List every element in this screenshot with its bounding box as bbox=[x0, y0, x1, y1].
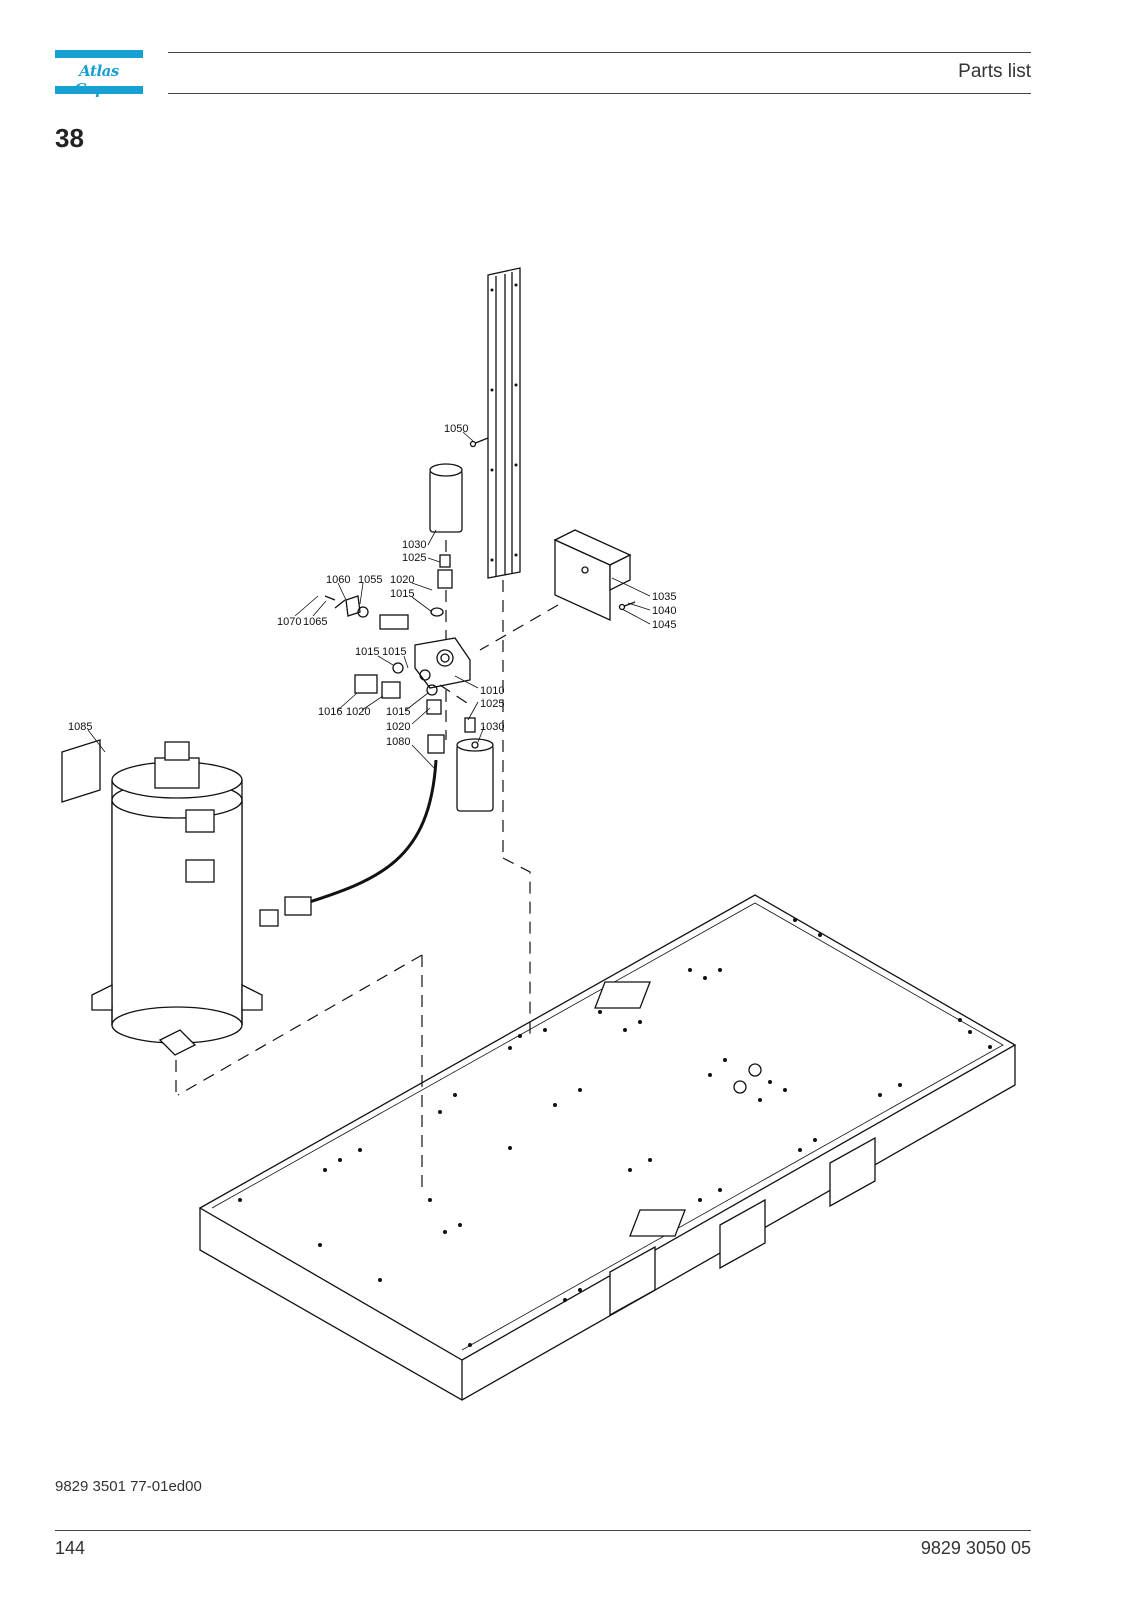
callout-1025: 1025 bbox=[402, 552, 426, 564]
callout-1020: 1020 bbox=[346, 706, 370, 718]
assembly-dashed-lines bbox=[175, 540, 559, 1190]
document-id: 9829 3501 77-01ed00 bbox=[55, 1478, 202, 1495]
atlas-copco-logo: Atlas Copco bbox=[55, 50, 143, 98]
leader-lines bbox=[87, 431, 651, 771]
page-title: Parts list bbox=[958, 61, 1031, 82]
callout-1010: 1010 bbox=[480, 685, 504, 697]
callout-1035: 1035 bbox=[652, 591, 676, 603]
oil-filter-upper bbox=[429, 463, 463, 533]
screw-1050 bbox=[469, 437, 489, 448]
callout-1030: 1030 bbox=[480, 721, 504, 733]
callout-1055: 1055 bbox=[358, 574, 382, 586]
callout-1085: 1085 bbox=[68, 721, 92, 733]
header-rule-bottom bbox=[168, 93, 1031, 94]
base-frame bbox=[198, 894, 1017, 1401]
filter-head-manifold bbox=[324, 554, 476, 754]
bracket bbox=[553, 529, 632, 622]
callout-1015: 1015 bbox=[386, 706, 410, 718]
header-rule-top bbox=[168, 52, 1031, 53]
oil-filter-lower bbox=[456, 738, 494, 812]
callout-1015: 1015 bbox=[382, 646, 406, 658]
decal-plate bbox=[61, 739, 101, 803]
callout-1060: 1060 bbox=[326, 574, 350, 586]
footer-rule bbox=[55, 1530, 1031, 1531]
callout-1040: 1040 bbox=[652, 605, 676, 617]
callout-1080: 1080 bbox=[386, 736, 410, 748]
callout-1065: 1065 bbox=[303, 616, 327, 628]
callout-1020: 1020 bbox=[386, 721, 410, 733]
callout-1030: 1030 bbox=[402, 539, 426, 551]
callout-1015: 1015 bbox=[355, 646, 379, 658]
separator-tank bbox=[91, 741, 263, 1056]
callout-1025: 1025 bbox=[480, 698, 504, 710]
callout-labels: 1050 1030 1025 1060 1055 1020 1015 1070 … bbox=[68, 423, 676, 748]
manual-number: 9829 3050 05 bbox=[920, 1538, 1031, 1558]
callout-1015: 1015 bbox=[390, 588, 414, 600]
hose bbox=[299, 759, 438, 907]
logo-bar-bottom bbox=[55, 86, 143, 94]
page-number: 144 bbox=[55, 1538, 86, 1558]
screws-1040 bbox=[618, 601, 636, 611]
callout-1050: 1050 bbox=[444, 423, 468, 435]
logo-bar-top bbox=[55, 50, 143, 58]
callout-1020: 1020 bbox=[390, 574, 414, 586]
callout-1045: 1045 bbox=[652, 619, 676, 631]
section-number: 38 bbox=[55, 123, 84, 153]
callout-1016: 1016 bbox=[318, 706, 342, 718]
hose-fittings bbox=[259, 896, 312, 927]
callout-1070: 1070 bbox=[277, 616, 301, 628]
vertical-channel-bar bbox=[487, 267, 521, 579]
